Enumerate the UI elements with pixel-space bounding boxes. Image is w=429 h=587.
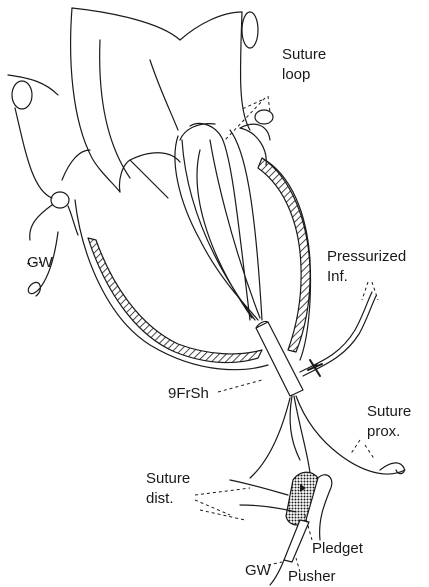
suture-dist-line-1	[230, 480, 288, 495]
left-vessel-lower	[15, 108, 52, 198]
label-suture-loop-1: Suture	[282, 46, 326, 63]
leader-sheath	[218, 380, 262, 392]
label-sheath: 9FrSh	[168, 385, 209, 402]
label-gw-bottom: GW	[245, 562, 271, 579]
right-atrium-line	[240, 124, 270, 140]
label-pressurized-2: Inf.	[327, 268, 348, 285]
pulmonary-trunk-left	[100, 40, 130, 178]
suture-loop-knot	[255, 110, 273, 124]
pusher-tube	[284, 520, 309, 562]
aorta-outline	[71, 8, 120, 192]
left-branch-end	[51, 192, 69, 208]
label-suture-dist-1: Suture	[146, 470, 190, 487]
myocardium-wall	[88, 238, 262, 363]
label-pressurized-1: Pressurized	[327, 248, 406, 265]
label-gw-left: GW	[27, 254, 53, 271]
left-wall	[62, 150, 90, 180]
guidewire-bottom	[270, 560, 284, 585]
label-suture-loop-2: loop	[282, 66, 310, 83]
leader-pressurized	[362, 282, 368, 300]
septum-line	[130, 160, 168, 198]
label-pledget: Pledget	[312, 540, 363, 557]
leader-suture-dist-1	[195, 488, 250, 495]
left-atrium	[119, 153, 180, 192]
vessel-inner	[150, 60, 178, 130]
suture-dist-line-3	[318, 475, 332, 540]
leader-suture-prox-1	[350, 440, 360, 455]
inner-loop-1	[175, 136, 258, 320]
label-suture-prox-1: Suture	[367, 403, 411, 420]
pledget	[286, 472, 318, 525]
exit-wire-4	[250, 398, 290, 478]
exit-wire-1	[290, 396, 300, 460]
left-branch-curve	[30, 205, 52, 240]
vessel-end-top	[242, 12, 258, 48]
label-suture-dist-2: dist.	[146, 490, 174, 507]
label-pusher: Pusher	[288, 568, 336, 585]
aortic-arch	[72, 8, 242, 40]
leader-suture-loop-2	[240, 100, 262, 110]
leader-suture-prox-2	[365, 445, 375, 460]
leader-suture-dist-3	[200, 510, 245, 520]
label-suture-prox-2: prox.	[367, 423, 400, 440]
left-vessel-end	[12, 81, 32, 109]
inner-loop-3	[182, 140, 255, 320]
leader-suture-loop-3	[268, 96, 270, 112]
